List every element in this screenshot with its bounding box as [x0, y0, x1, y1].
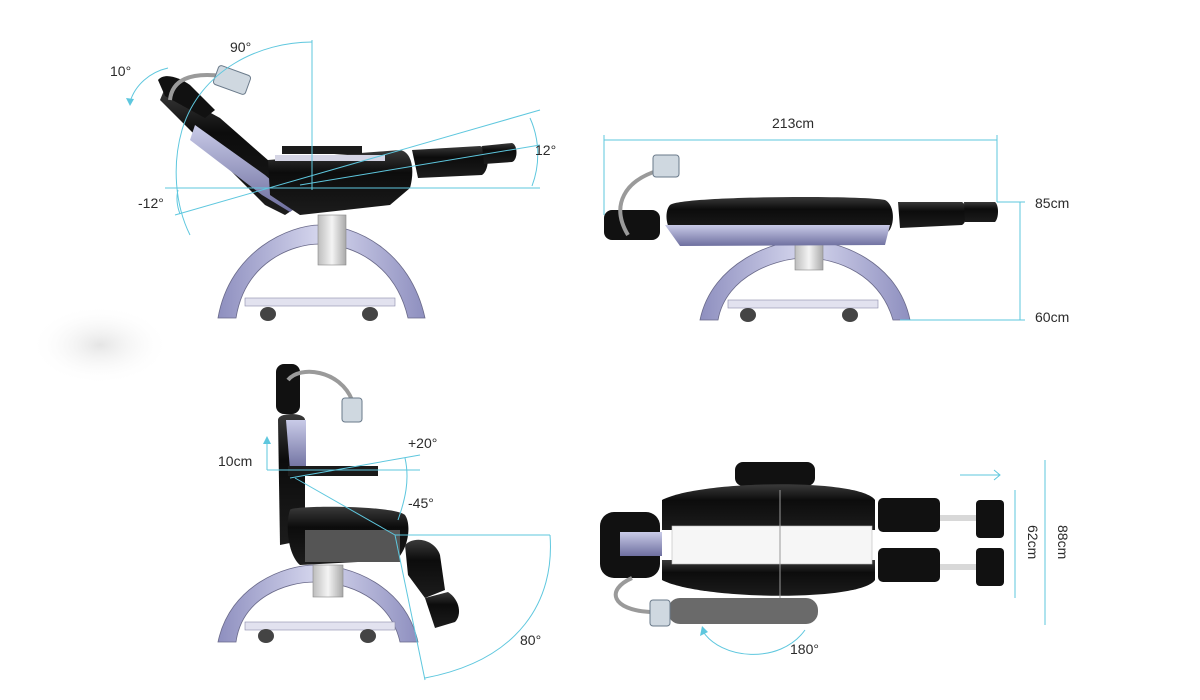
- armrest: [288, 466, 378, 476]
- foot-rest-top: [976, 500, 1004, 538]
- height-min-label: 60cm: [1035, 309, 1069, 325]
- angle-back-bottom-label: -12°: [138, 195, 164, 211]
- seat-tilt-up-label: +20°: [408, 435, 437, 451]
- lamp-arm: [168, 73, 223, 101]
- backrest-frame: [286, 420, 306, 470]
- lamp-arm: [618, 168, 661, 237]
- lamp: [341, 397, 363, 423]
- seat-lift-label: 10cm: [218, 453, 252, 469]
- length-label: 213cm: [772, 115, 814, 131]
- recline-view: 90° 10° -12° 12°: [110, 39, 556, 321]
- body-cushion: [666, 197, 893, 232]
- headrest: [276, 364, 300, 414]
- height-max-label: 85cm: [1035, 195, 1069, 211]
- angle-leg-label: 12°: [535, 142, 556, 158]
- seat-plate: [275, 155, 385, 161]
- body-frame: [665, 225, 890, 246]
- angle-back-top-label: 90°: [230, 39, 251, 55]
- leg-rest: [898, 202, 967, 228]
- foot-rest: [425, 592, 460, 628]
- headrest: [604, 210, 660, 240]
- body-bottom: [662, 560, 875, 596]
- foot-bar: [940, 515, 976, 521]
- chair-base: [217, 224, 426, 321]
- foot-rest-bottom: [976, 548, 1004, 586]
- side-pad-top: [735, 462, 815, 486]
- lift-column: [317, 214, 347, 266]
- lift-column: [312, 564, 344, 598]
- head-rotation-label: 180°: [790, 641, 819, 657]
- leg-rest-top: [878, 498, 940, 532]
- width-outer-label: 88cm: [1055, 525, 1071, 559]
- background-shadow: [30, 305, 170, 385]
- lamp-arm: [286, 369, 354, 401]
- seat-cushion-ribbed: [305, 530, 400, 562]
- seat: [268, 150, 413, 215]
- side-pad-bottom: [668, 598, 818, 624]
- armrest: [282, 146, 362, 154]
- lamp: [212, 65, 252, 95]
- lamp: [652, 154, 680, 178]
- foot-rest: [482, 143, 517, 164]
- foot-rest: [964, 202, 998, 222]
- leg-rest-bottom: [878, 548, 940, 582]
- headrest-frame: [620, 532, 662, 556]
- headrest: [158, 76, 215, 118]
- body-center: [671, 525, 873, 565]
- chair-base: [699, 239, 911, 322]
- seated-view: 10cm +20° -45° 80°: [217, 364, 551, 681]
- chair-base: [217, 564, 419, 643]
- leg-rest: [412, 146, 488, 178]
- leg-rest: [405, 539, 445, 598]
- body-top: [662, 484, 875, 530]
- foot-bar: [940, 564, 976, 570]
- lamp-arm: [613, 576, 651, 614]
- angle-head-label: 10°: [110, 63, 131, 79]
- width-inner-label: 62cm: [1025, 525, 1041, 559]
- flat-view: 213cm 85cm 60cm: [603, 115, 1069, 325]
- seat-tilt-down-label: -45°: [408, 495, 434, 511]
- leg-rotation-label: 80°: [520, 632, 541, 648]
- lamp: [649, 599, 671, 627]
- top-view: 62cm 88cm 180°: [600, 460, 1071, 657]
